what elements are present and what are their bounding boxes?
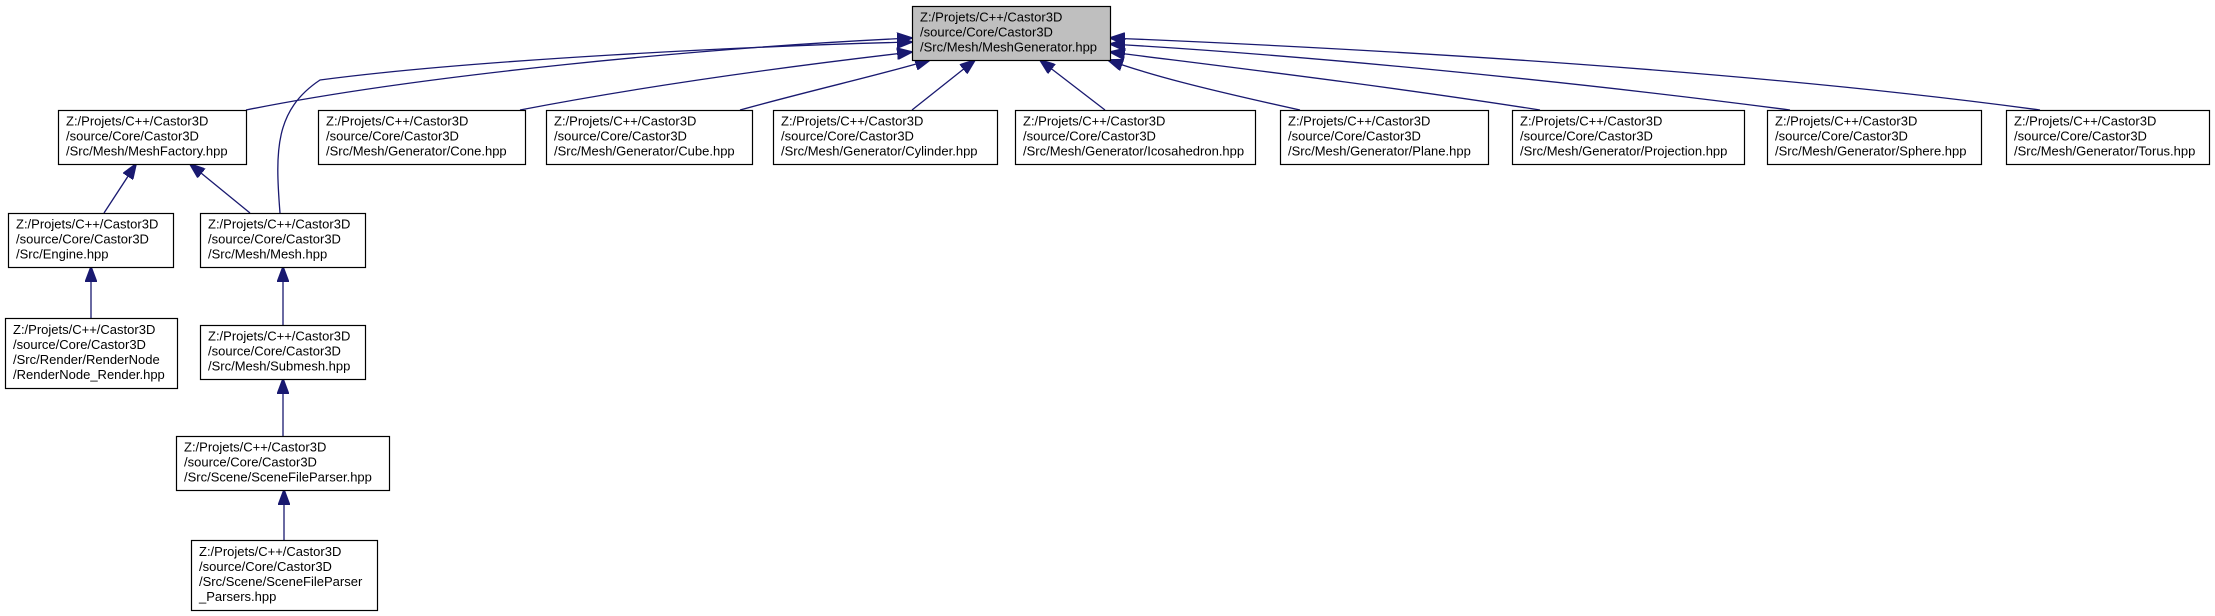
edges (91, 38, 2041, 540)
node-plane[interactable]: Z:/Projets/C++/Castor3D/source/Core/Cast… (1279, 109, 1490, 166)
edge-mesh-to-meshfactory (190, 164, 251, 214)
nodes: Z:/Projets/C++/Castor3D/source/Core/Cast… (4, 5, 2211, 612)
node-box (2005, 109, 2211, 166)
node-box (772, 109, 999, 166)
node-label-line: /source/Core/Castor3D (781, 129, 914, 144)
node-label-line: Z:/Projets/C++/Castor3D (208, 217, 350, 232)
node-box (199, 324, 367, 381)
edge-torus-to-meshgenerator (1110, 38, 2041, 111)
node-label-line: /source/Core/Castor3D (184, 455, 317, 470)
node-label-line: /Src/Mesh/Generator/Icosahedron.hpp (1023, 144, 1244, 159)
node-label-line: Z:/Projets/C++/Castor3D (1023, 114, 1165, 129)
node-label-line: /source/Core/Castor3D (66, 129, 199, 144)
node-label-line: /source/Core/Castor3D (554, 129, 687, 144)
node-box (1279, 109, 1490, 166)
node-label-line: /Src/Engine.hpp (16, 247, 109, 262)
node-label-line: /source/Core/Castor3D (1775, 129, 1908, 144)
node-box (1014, 109, 1257, 166)
node-meshgenerator[interactable]: Z:/Projets/C++/Castor3D/source/Core/Cast… (911, 5, 1112, 62)
node-box (4, 317, 179, 390)
node-box (1511, 109, 1746, 166)
node-box (545, 109, 754, 166)
node-label-line: /source/Core/Castor3D (326, 129, 459, 144)
node-label-line: /source/Core/Castor3D (1288, 129, 1421, 144)
node-label-line: /Src/Mesh/Generator/Sphere.hpp (1775, 144, 1967, 159)
node-label-line: /source/Core/Castor3D (1520, 129, 1653, 144)
node-label-line: Z:/Projets/C++/Castor3D (1288, 114, 1430, 129)
edge-plane-to-meshgenerator (1108, 60, 1301, 111)
node-box (190, 539, 379, 612)
edge-cube-to-meshgenerator (739, 60, 930, 111)
node-box (911, 5, 1112, 62)
node-label-line: /Src/Mesh/Generator/Cube.hpp (554, 144, 735, 159)
node-label-line: /Src/Mesh/Generator/Cylinder.hpp (781, 144, 978, 159)
node-label-line: /Src/Scene/SceneFileParser (199, 574, 363, 589)
node-label-line: Z:/Projets/C++/Castor3D (326, 114, 468, 129)
node-label-line: Z:/Projets/C++/Castor3D (1520, 114, 1662, 129)
node-torus[interactable]: Z:/Projets/C++/Castor3D/source/Core/Cast… (2005, 109, 2211, 166)
node-engine[interactable]: Z:/Projets/C++/Castor3D/source/Core/Cast… (7, 212, 175, 269)
node-label-line: /Src/Mesh/Generator/Cone.hpp (326, 144, 507, 159)
edge-cone-to-meshgenerator (519, 52, 912, 111)
node-label-line: /source/Core/Castor3D (208, 344, 341, 359)
node-label-line: Z:/Projets/C++/Castor3D (781, 114, 923, 129)
edge-projection-to-meshgenerator (1110, 52, 1541, 111)
node-label-line: /Src/Mesh/Generator/Torus.hpp (2014, 144, 2195, 159)
node-label-line: /RenderNode_Render.hpp (13, 367, 165, 382)
node-cone[interactable]: Z:/Projets/C++/Castor3D/source/Core/Cast… (317, 109, 527, 166)
node-box (175, 435, 391, 492)
node-scenefileparser[interactable]: Z:/Projets/C++/Castor3D/source/Core/Cast… (175, 435, 391, 492)
node-label-line: Z:/Projets/C++/Castor3D (199, 544, 341, 559)
node-rendernode[interactable]: Z:/Projets/C++/Castor3D/source/Core/Cast… (4, 317, 179, 390)
node-box (7, 212, 175, 269)
node-label-line: /Src/Mesh/Generator/Projection.hpp (1520, 144, 1727, 159)
node-icosahedron[interactable]: Z:/Projets/C++/Castor3D/source/Core/Cast… (1014, 109, 1257, 166)
node-mesh[interactable]: Z:/Projets/C++/Castor3D/source/Core/Cast… (199, 212, 367, 269)
node-label-line: Z:/Projets/C++/Castor3D (554, 114, 696, 129)
node-box (317, 109, 527, 166)
node-label-line: Z:/Projets/C++/Castor3D (184, 440, 326, 455)
edge-icosahedron-to-meshgenerator (1040, 60, 1106, 111)
node-label-line: /Src/Mesh/MeshFactory.hpp (66, 144, 228, 159)
node-label-line: /source/Core/Castor3D (16, 232, 149, 247)
node-label-line: Z:/Projets/C++/Castor3D (2014, 114, 2156, 129)
node-label-line: /Src/Mesh/Generator/Plane.hpp (1288, 144, 1471, 159)
node-cylinder[interactable]: Z:/Projets/C++/Castor3D/source/Core/Cast… (772, 109, 999, 166)
edge-cylinder-to-meshgenerator (911, 60, 975, 111)
node-cube[interactable]: Z:/Projets/C++/Castor3D/source/Core/Cast… (545, 109, 754, 166)
node-label-line: /Src/Mesh/Mesh.hpp (208, 247, 327, 262)
edge-mesh-to-meshgenerator (277, 42, 912, 214)
node-label-line: /Src/Scene/SceneFileParser.hpp (184, 470, 372, 485)
node-box (199, 212, 367, 269)
node-label-line: /source/Core/Castor3D (13, 337, 146, 352)
node-label-line: Z:/Projets/C++/Castor3D (13, 322, 155, 337)
node-parsers[interactable]: Z:/Projets/C++/Castor3D/source/Core/Cast… (190, 539, 379, 612)
node-label-line: /source/Core/Castor3D (920, 25, 1053, 40)
node-submesh[interactable]: Z:/Projets/C++/Castor3D/source/Core/Cast… (199, 324, 367, 381)
node-label-line: /source/Core/Castor3D (2014, 129, 2147, 144)
node-label-line: /source/Core/Castor3D (199, 559, 332, 574)
node-label-line: /Src/Mesh/Submesh.hpp (208, 359, 350, 374)
node-label-line: _Parsers.hpp (198, 589, 276, 604)
node-label-line: /Src/Render/RenderNode (13, 352, 160, 367)
node-label-line: Z:/Projets/C++/Castor3D (208, 329, 350, 344)
node-label-line: /source/Core/Castor3D (208, 232, 341, 247)
node-box (57, 109, 248, 166)
node-label-line: /Src/Mesh/MeshGenerator.hpp (920, 40, 1097, 55)
edge-sphere-to-meshgenerator (1110, 44, 1791, 111)
edge-meshfactory-to-meshgenerator (245, 38, 912, 111)
node-box (1766, 109, 1983, 166)
node-label-line: /source/Core/Castor3D (1023, 129, 1156, 144)
node-label-line: Z:/Projets/C++/Castor3D (16, 217, 158, 232)
edge-engine-to-meshfactory (103, 164, 136, 214)
node-projection[interactable]: Z:/Projets/C++/Castor3D/source/Core/Cast… (1511, 109, 1746, 166)
node-label-line: Z:/Projets/C++/Castor3D (920, 10, 1062, 25)
node-meshfactory[interactable]: Z:/Projets/C++/Castor3D/source/Core/Cast… (57, 109, 248, 166)
node-label-line: Z:/Projets/C++/Castor3D (66, 114, 208, 129)
node-sphere[interactable]: Z:/Projets/C++/Castor3D/source/Core/Cast… (1766, 109, 1983, 166)
node-label-line: Z:/Projets/C++/Castor3D (1775, 114, 1917, 129)
